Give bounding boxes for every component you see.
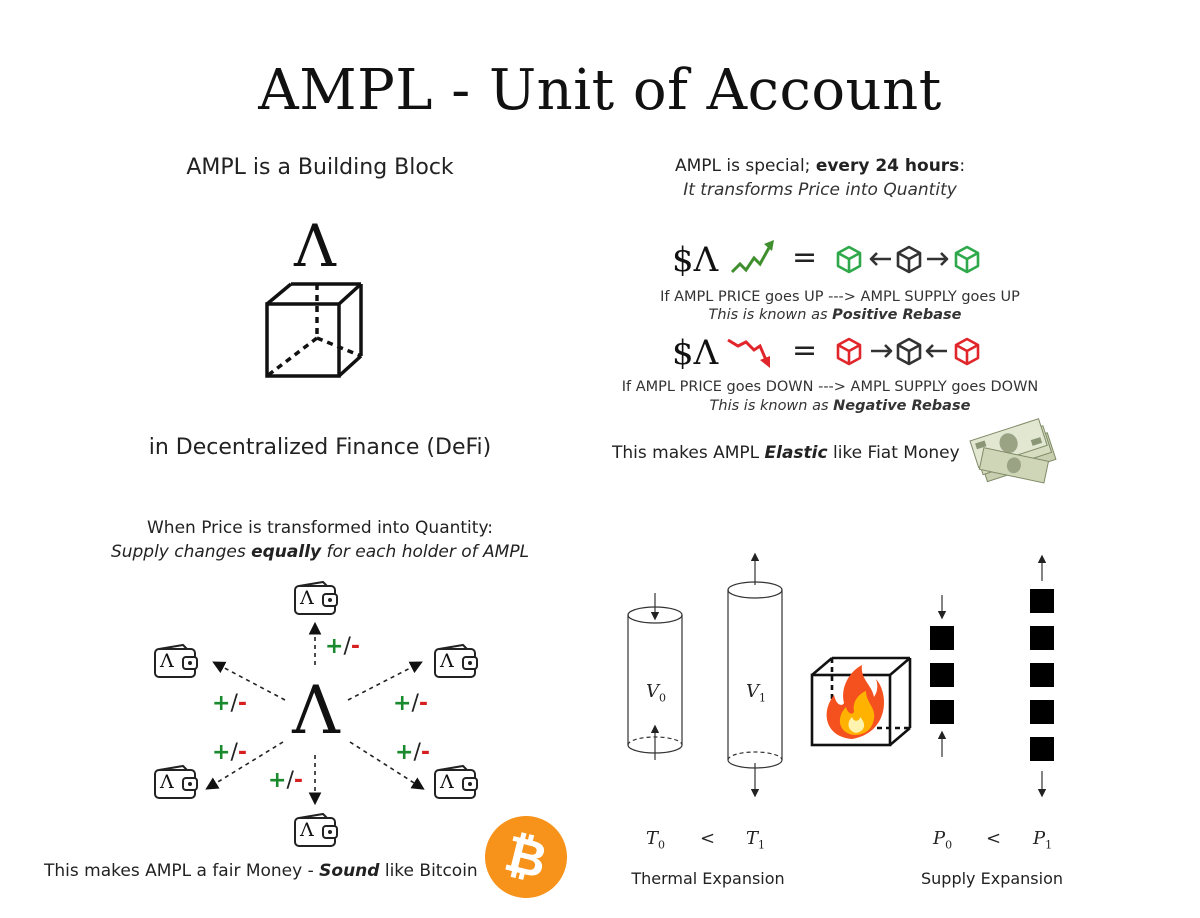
wallet-icon: Λ bbox=[153, 764, 199, 802]
positive-rebase-cubes bbox=[836, 245, 980, 274]
equal-change-sub: Supply changes equally for each holder o… bbox=[80, 542, 560, 562]
negative-known-bold: Negative Rebase bbox=[833, 398, 971, 414]
dollar-sign: $ bbox=[672, 333, 694, 373]
negative-known: This is known as Negative Rebase bbox=[600, 398, 1080, 414]
sound-prefix: This makes AMPL a fair Money - bbox=[44, 861, 320, 881]
wallet-icon: Λ bbox=[433, 643, 479, 681]
v0-label: V0 bbox=[646, 681, 666, 705]
equal-sub-bold: equally bbox=[251, 542, 322, 562]
equal-sub-prefix: Supply changes bbox=[110, 542, 252, 562]
supply-expansion-caption: Supply Expansion bbox=[921, 869, 1063, 888]
special-heading-prefix: AMPL is special; bbox=[674, 156, 816, 176]
t0-label: T0 bbox=[646, 828, 666, 852]
distribution-arrows bbox=[205, 621, 425, 806]
t-less-than: < bbox=[700, 828, 716, 849]
negative-known-prefix: This is known as bbox=[709, 398, 834, 414]
wallet-icon: Λ bbox=[433, 764, 479, 802]
negative-equals: = bbox=[792, 333, 818, 368]
page-title: AMPL - Unit of Account bbox=[258, 58, 942, 123]
plus-minus-lower-left: +/- bbox=[212, 740, 247, 765]
wallet-icon: Λ bbox=[293, 580, 339, 618]
wallet-icon: Λ bbox=[153, 643, 199, 681]
dollar-sign: $ bbox=[672, 240, 694, 280]
expansion-diagrams bbox=[627, 552, 1054, 798]
special-subheading: It transforms Price into Quantity bbox=[683, 180, 957, 200]
special-heading-suffix: : bbox=[959, 156, 966, 176]
plus-minus-top: +/- bbox=[325, 634, 360, 659]
red-cube-icon bbox=[836, 337, 862, 366]
positive-known: This is known as Positive Rebase bbox=[600, 307, 1070, 323]
elastic-bold: Elastic bbox=[764, 443, 828, 463]
negative-rebase-cubes bbox=[836, 337, 980, 366]
positive-known-prefix: This is known as bbox=[708, 307, 833, 323]
sound-suffix: like Bitcoin bbox=[379, 861, 478, 881]
plus-minus-upper-left: +/- bbox=[212, 691, 247, 716]
positive-known-bold: Positive Rebase bbox=[832, 307, 962, 323]
bitcoin-icon: ₿ bbox=[476, 807, 576, 907]
lambda-logo: Λ bbox=[294, 212, 336, 280]
equal-change-heading: When Price is transformed into Quantity: bbox=[147, 518, 493, 538]
sound-money-caption: This makes AMPL a fair Money - Sound lik… bbox=[44, 861, 478, 881]
plus-minus-bottom: +/- bbox=[268, 768, 303, 793]
price-down-arrow-icon bbox=[727, 338, 770, 368]
v1-label: V1 bbox=[746, 681, 766, 705]
t1-label: T1 bbox=[746, 828, 766, 852]
special-heading-bold: every 24 hours bbox=[815, 156, 960, 176]
fire-icon bbox=[826, 665, 885, 739]
elastic-suffix: like Fiat Money bbox=[827, 443, 960, 463]
elastic-caption: This makes AMPL Elastic like Fiat Money bbox=[612, 443, 960, 463]
p1-label: P1 bbox=[1033, 828, 1053, 852]
special-heading: AMPL is special; every 24 hours: bbox=[600, 156, 1040, 176]
wallet-icon: Λ bbox=[293, 812, 339, 850]
p-less-than: < bbox=[986, 828, 1002, 849]
defi-caption: in Decentralized Finance (DeFi) bbox=[148, 435, 492, 460]
price-up-arrow-icon bbox=[730, 240, 774, 274]
sound-bold: Sound bbox=[319, 861, 380, 881]
p0-label: P0 bbox=[933, 828, 953, 852]
positive-equals: = bbox=[792, 240, 818, 275]
lambda-symbol: Λ bbox=[693, 333, 719, 373]
thermal-expansion-caption: Thermal Expansion bbox=[631, 869, 785, 888]
elastic-prefix: This makes AMPL bbox=[612, 443, 765, 463]
center-lambda: Λ bbox=[292, 672, 340, 749]
dollar-bills-icon bbox=[968, 410, 1058, 484]
building-block-heading: AMPL is a Building Block bbox=[186, 155, 454, 180]
plus-minus-lower-right: +/- bbox=[395, 740, 430, 765]
green-cube-icon bbox=[836, 245, 862, 274]
cube-icon bbox=[265, 282, 363, 378]
negative-rule: If AMPL PRICE goes DOWN ---> AMPL SUPPLY… bbox=[621, 379, 1039, 395]
positive-rule: If AMPL PRICE goes UP ---> AMPL SUPPLY g… bbox=[660, 289, 1020, 305]
plus-minus-upper-right: +/- bbox=[393, 691, 428, 716]
positive-dollar-lambda: $Λ bbox=[672, 240, 718, 280]
negative-dollar-lambda: $Λ bbox=[672, 333, 718, 373]
lambda-symbol: Λ bbox=[693, 240, 719, 280]
equal-sub-suffix: for each holder of AMPL bbox=[321, 542, 530, 562]
